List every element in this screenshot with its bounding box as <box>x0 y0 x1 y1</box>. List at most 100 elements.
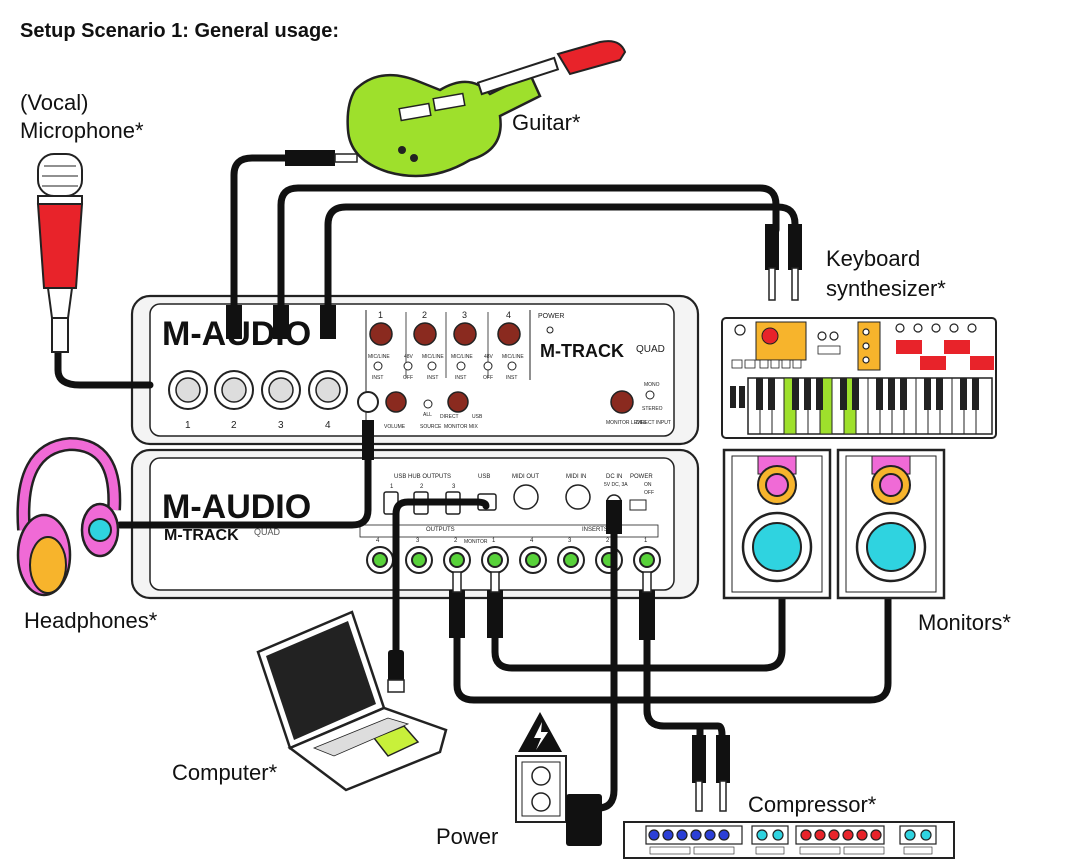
power-led <box>546 326 554 334</box>
input-number-2: 2 <box>231 420 237 431</box>
input-switches <box>373 361 517 371</box>
m-track-quad-front-unit: M-AUDIO POWER M-TRACK QUAD 1 2 3 4 1 2 3… <box>130 294 700 446</box>
mix-usb-label: USB <box>472 414 483 420</box>
monitor-cable-right <box>491 594 786 672</box>
source-switch <box>423 399 433 409</box>
dc-in-label: DC IN <box>606 474 622 480</box>
m-track-quad-rear-unit: M-AUDIO M-TRACK QUAD USB HUB OUTPUTS 1 2… <box>130 448 700 600</box>
cables <box>54 154 892 812</box>
hub-port-1-label: 1 <box>390 484 394 490</box>
mono-stereo-switch <box>645 390 655 400</box>
computer-label: Computer* <box>172 760 278 785</box>
monitor-mix-label: MONITOR MIX <box>444 424 478 430</box>
switch-off-2: OFF <box>483 375 493 381</box>
usb-cable <box>392 498 490 659</box>
output-number-2: 2 <box>454 538 458 544</box>
keyboard-cable-1 <box>277 184 780 319</box>
stereo-label: STEREO <box>642 406 663 412</box>
laptop-icon <box>256 610 448 792</box>
input-number-1: 1 <box>185 420 191 431</box>
power-outlet-icon <box>515 755 567 823</box>
monitor-cable-left <box>453 594 892 704</box>
front-model-suffix: QUAD <box>636 344 665 355</box>
switch-label-4: MIC/LINE <box>502 354 524 360</box>
insert-number-2: 2 <box>606 538 610 544</box>
volume-label: VOLUME <box>384 424 406 430</box>
insert-cable-2 <box>643 636 726 739</box>
power-switch-label: POWER <box>630 474 653 480</box>
volume-knob <box>385 391 407 413</box>
rear-model-logo: M-TRACK <box>164 527 239 544</box>
switch-inst-2: INST <box>427 375 438 381</box>
power-on-label: ON <box>644 482 652 488</box>
power-label: Power <box>436 824 499 849</box>
gain-number-1: 1 <box>378 310 383 320</box>
input-number-3: 3 <box>278 420 284 431</box>
mono-label: MONO <box>644 382 660 388</box>
guitar-cable <box>230 154 289 319</box>
insert-number-1: 1 <box>644 538 648 544</box>
monitor-level-knob <box>610 390 634 414</box>
hub-port-2-label: 2 <box>420 484 424 490</box>
compressor-icon <box>623 821 955 859</box>
synth-keys <box>747 377 993 435</box>
inserts-label: INSERTS <box>582 527 608 533</box>
midi-out-label: MIDI OUT <box>512 474 539 480</box>
dc-spec-label: 5V DC, 3A <box>604 482 628 488</box>
keyboard-label-line1: Keyboard <box>826 246 921 271</box>
page-title: Setup Scenario 1: General usage: <box>20 20 339 42</box>
gain-knobs <box>369 322 521 346</box>
switch-inst-4: INST <box>506 375 517 381</box>
output-number-3: 3 <box>416 538 420 544</box>
headphone-cable <box>116 421 372 529</box>
output-number-4: 4 <box>376 538 380 544</box>
gain-number-2: 2 <box>422 310 427 320</box>
source-all-label: ALL <box>423 412 432 418</box>
hub-port-3-label: 3 <box>452 484 456 490</box>
microphone-label-line1: (Vocal) <box>20 90 89 115</box>
microphone-cable <box>54 346 154 389</box>
midi-in-label: MIDI IN <box>566 474 586 480</box>
mix-direct-label: DIRECT <box>440 414 459 420</box>
power-off-label: OFF <box>644 490 654 496</box>
microphone-label-line2: Microphone* <box>20 118 144 143</box>
insert-number-4: 4 <box>530 538 534 544</box>
compressor-label: Compressor* <box>748 792 877 817</box>
front-power-label: POWER <box>538 313 564 320</box>
outputs-label: OUTPUTS <box>426 527 455 533</box>
direct-input-label: DIRECT INPUT <box>636 420 671 426</box>
usb-label: USB <box>478 474 490 480</box>
power-adapter-icon <box>566 794 602 846</box>
midi-in-port <box>565 484 591 510</box>
input-jacks <box>168 370 348 410</box>
microphone-icon <box>36 153 84 353</box>
switch-label-2: MIC/LINE <box>422 354 444 360</box>
monitor-outputs-label: MONITOR <box>464 539 488 545</box>
switch-label-1: MIC/LINE <box>368 354 390 360</box>
switch-label-48v-1: 48V <box>404 354 414 360</box>
monitor-level-label: MONITOR LEVEL <box>606 420 647 426</box>
plugs <box>226 150 802 783</box>
gain-number-3: 3 <box>462 310 467 320</box>
gain-number-4: 4 <box>506 310 511 320</box>
keyboard-label-line2: synthesizer* <box>826 276 946 301</box>
guitar-label: Guitar* <box>512 110 581 135</box>
rear-brand-logo: M-AUDIO <box>162 488 311 526</box>
headphones-icon <box>16 436 122 597</box>
input-number-4: 4 <box>325 420 331 431</box>
source-label: SOURCE <box>420 424 442 430</box>
headphones-label: Headphones* <box>24 608 158 633</box>
switch-label-48v-2: 48V <box>484 354 494 360</box>
front-model-logo: M-TRACK <box>540 341 624 361</box>
switch-off-1: OFF <box>403 375 413 381</box>
switch-label-3: MIC/LINE <box>451 354 473 360</box>
output-number-1: 1 <box>492 538 496 544</box>
keyboard-synthesizer-icon <box>721 317 997 439</box>
rear-model-suffix: QUAD <box>254 527 281 537</box>
monitor-mix-knob <box>447 391 469 413</box>
midi-out-port <box>513 484 539 510</box>
usb-plug-icon <box>387 679 405 693</box>
keyboard-cable-2 <box>324 203 799 319</box>
